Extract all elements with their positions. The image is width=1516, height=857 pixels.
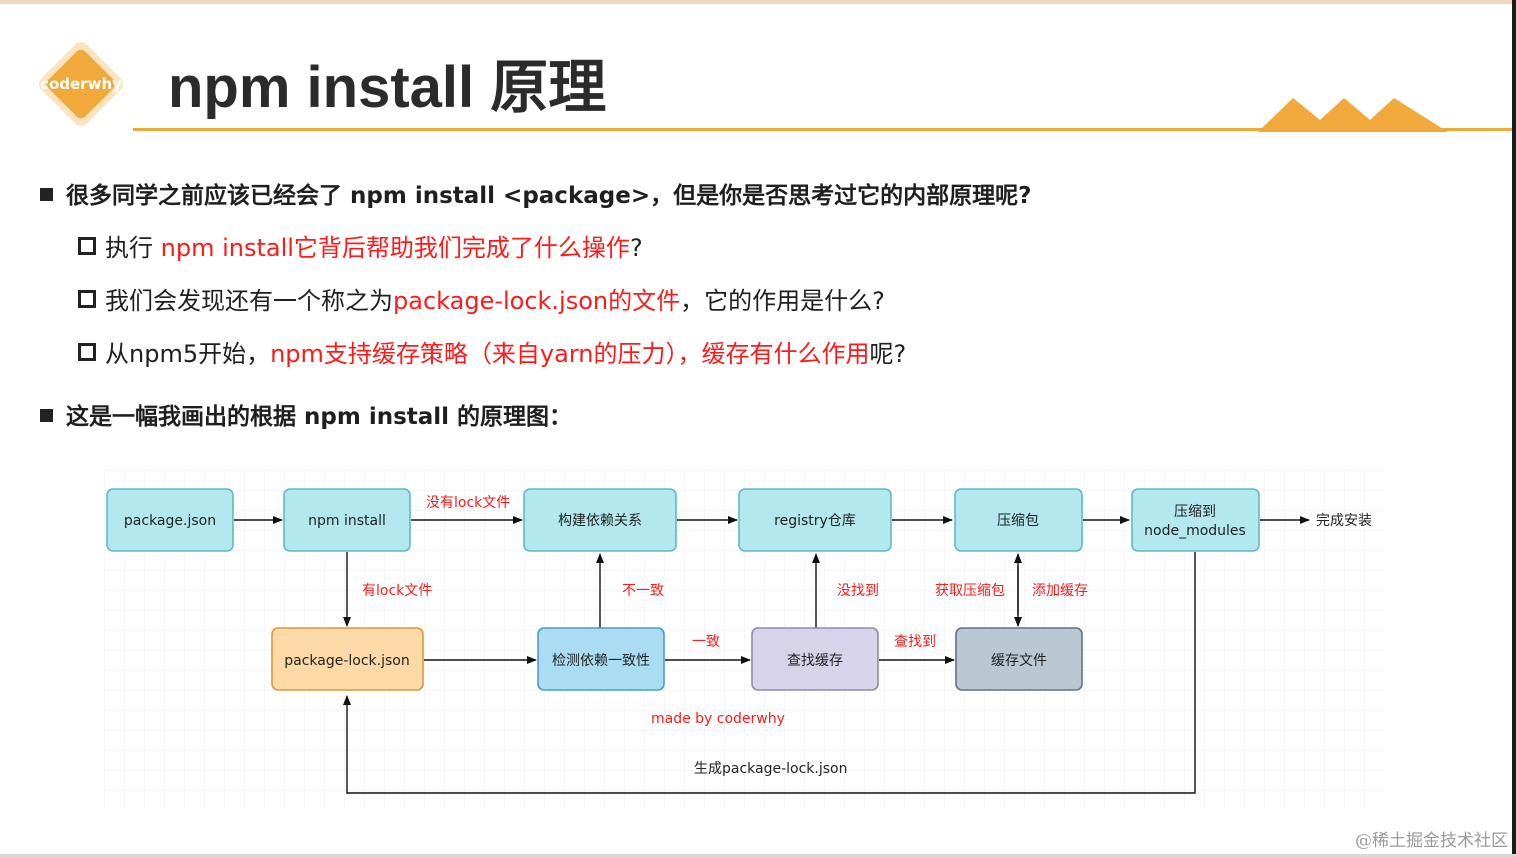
svg-text:缓存文件: 缓存文件 [991, 653, 1047, 669]
label-done: 完成安装 [1316, 513, 1372, 529]
title-underline [133, 128, 1512, 131]
svg-text:查找缓存: 查找缓存 [787, 653, 843, 669]
sub-bullet-text: ，它的作用是什么? [680, 287, 885, 315]
label-no-lock: 没有lock文件 [426, 495, 510, 511]
bottom-border [0, 854, 1516, 857]
coderwhy-logo: coderwhy [39, 42, 123, 126]
watermark: @稀土掘金技术社区 [1355, 831, 1508, 851]
bullet-square-icon [40, 188, 53, 201]
sub-bullet-text: 呢? [869, 340, 907, 368]
edge-generate-lock [343, 552, 1196, 794]
svg-text:registry仓库: registry仓库 [774, 513, 856, 529]
node-registry: registry仓库 [738, 488, 892, 552]
node-check-consistency: 检测依赖一致性 [537, 627, 665, 691]
node-build-deps: 构建依赖关系 [523, 488, 677, 552]
svg-text:package-lock.json: package-lock.json [284, 653, 410, 669]
right-border [1512, 0, 1516, 857]
hollow-square-icon [78, 343, 96, 361]
svg-text:检测依赖一致性: 检测依赖一致性 [552, 653, 650, 669]
svg-text:构建依赖关系: 构建依赖关系 [558, 513, 642, 529]
sub-bullet-highlight: package-lock.json的文件 [393, 287, 681, 315]
sub-bullet-highlight: npm支持缓存策略（来自yarn的压力），缓存有什么作用 [270, 340, 870, 368]
node-find-cache: 查找缓存 [751, 627, 879, 691]
sub-bullet-text: 从npm5开始， [105, 340, 271, 368]
sub-bullet-1: 执行 npm install它背后帮助我们完成了什么操作? [78, 228, 643, 263]
page-title: npm install 原理 [168, 55, 607, 120]
top-border [0, 0, 1516, 4]
node-compress: 压缩包 [954, 488, 1083, 552]
bullet-text: 这是一幅我画出的根据 npm install 的原理图： [66, 404, 573, 430]
svg-text:node_modules: node_modules [1144, 523, 1246, 539]
label-found: 查找到 [894, 634, 936, 650]
sub-bullet-2: 我们会发现还有一个称之为package-lock.json的文件，它的作用是什么… [78, 281, 885, 316]
label-get-compressed: 获取压缩包 [935, 583, 1005, 599]
node-package-json: package.json [106, 488, 234, 552]
label-has-lock: 有lock文件 [362, 583, 432, 599]
hollow-square-icon [78, 237, 96, 255]
sub-bullet-text: 我们会发现还有一个称之为 [105, 287, 393, 315]
bullet-text: 很多同学之前应该已经会了 npm install <package>，但是你是否… [66, 183, 1032, 209]
label-inconsistent: 不一致 [622, 583, 664, 599]
logo-text: coderwhy [40, 75, 122, 93]
sub-bullet-highlight: npm install它背后帮助我们完成了什么操作 [160, 234, 630, 262]
node-npm-install: npm install [283, 488, 411, 552]
svg-text:压缩到: 压缩到 [1174, 504, 1216, 520]
label-add-cache: 添加缓存 [1032, 583, 1088, 599]
bullet-square-icon [40, 409, 53, 422]
node-cache-file: 缓存文件 [955, 627, 1083, 691]
label-not-found: 没找到 [837, 583, 879, 599]
bullet-diagram-intro: 这是一幅我画出的根据 npm install 的原理图： [40, 397, 572, 431]
npm-install-flow-diagram: package.json npm install 构建依赖关系 registry… [104, 470, 1384, 808]
sub-bullet-text: 执行 [105, 234, 161, 262]
svg-text:npm install: npm install [308, 513, 386, 529]
sub-bullet-3: 从npm5开始，npm支持缓存策略（来自yarn的压力），缓存有什么作用呢? [78, 334, 906, 369]
mountains-decoration [1258, 98, 1448, 132]
node-package-lock: package-lock.json [271, 627, 424, 691]
label-generate-lock: 生成package-lock.json [694, 761, 848, 777]
svg-text:package.json: package.json [124, 513, 216, 529]
hollow-square-icon [78, 290, 96, 308]
svg-text:压缩包: 压缩包 [997, 513, 1039, 529]
label-consistent: 一致 [692, 634, 720, 650]
node-extract-node-modules: 压缩到 node_modules [1131, 488, 1260, 552]
sub-bullet-text: ? [629, 234, 643, 262]
bullet-question: 很多同学之前应该已经会了 npm install <package>，但是你是否… [40, 176, 1031, 210]
label-made-by: made by coderwhy [651, 711, 785, 727]
